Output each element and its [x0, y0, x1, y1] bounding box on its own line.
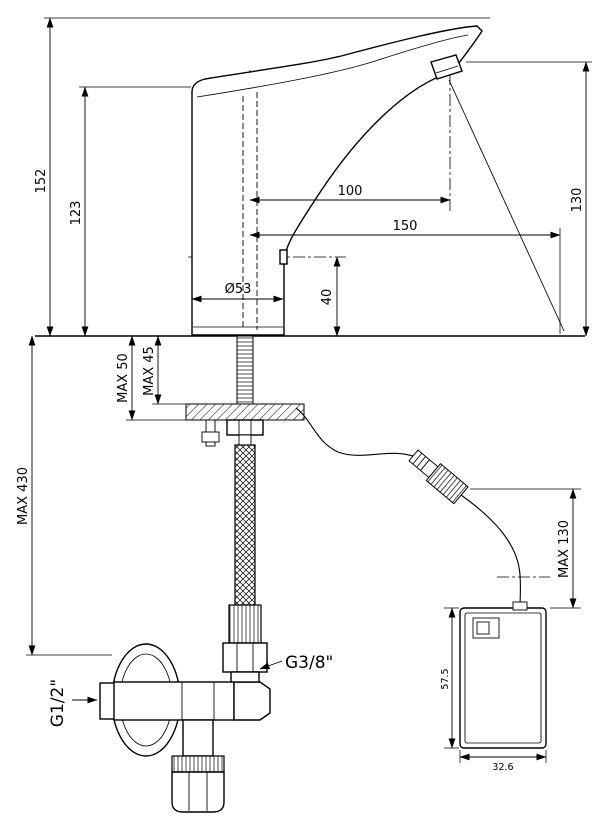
- under-counter-assembly: [185, 335, 305, 673]
- control-box: [459, 601, 547, 749]
- lock-nut: [226, 419, 264, 436]
- cable-upper: [295, 407, 414, 457]
- dim-max130-label: MAX 130: [557, 520, 572, 578]
- leader-g38: [259, 660, 283, 670]
- cable-connector: [408, 449, 469, 505]
- dim-152-label: 152: [34, 169, 49, 194]
- hose-nut-g38: [222, 642, 268, 673]
- thread-g38-label: G3/8": [285, 653, 333, 673]
- aerator: [430, 54, 463, 80]
- sensor-cable: [295, 407, 521, 609]
- hidden-internal-pipe: [242, 92, 258, 330]
- sensor-window: [279, 249, 288, 265]
- dim-box-height-label: 57.5: [440, 668, 451, 689]
- dim-40-label: 40: [320, 289, 335, 306]
- fixing-nut: [201, 431, 220, 443]
- dim-150-label: 150: [393, 219, 418, 234]
- mounting-washer: [185, 403, 305, 421]
- dimension-lines: [28, 17, 590, 761]
- valve-body: [113, 681, 235, 721]
- cable-lower: [460, 494, 521, 609]
- cable-gland: [512, 601, 528, 611]
- valve-stem: [182, 719, 214, 757]
- valve-hex-end: [233, 681, 271, 721]
- faucet: [191, 25, 565, 336]
- dim-box-width-label: 32.6: [492, 762, 513, 773]
- dim-123-label: 123: [69, 201, 84, 226]
- dim-max45-label: MAX 45: [142, 346, 157, 396]
- dim-130-label: 130: [570, 188, 585, 213]
- dimension-labels: 152 123 130 100 150 Ø53 40 MAX 50 MAX 45…: [16, 169, 585, 773]
- dim-diameter-label: Ø53: [225, 282, 252, 297]
- thread-g12-label: G1/2": [48, 679, 68, 727]
- water-stream-line: [448, 79, 565, 332]
- hose-fitting: [228, 604, 262, 644]
- dim-100-label: 100: [338, 184, 363, 199]
- spout-inner-line: [196, 34, 469, 98]
- dim-max50-label: MAX 50: [116, 353, 131, 403]
- box-clip-detail: [472, 617, 500, 639]
- hose-stub: [238, 434, 252, 446]
- valve-outlet: [230, 671, 260, 683]
- angle-valve: [99, 643, 271, 813]
- control-box-outline: [459, 607, 547, 749]
- braided-supply-hose: [234, 444, 256, 606]
- dim-max430-label: MAX 430: [16, 467, 31, 525]
- valve-handle: [171, 771, 225, 813]
- valve-knurled-ring: [171, 755, 225, 773]
- leader-lines: [72, 660, 283, 704]
